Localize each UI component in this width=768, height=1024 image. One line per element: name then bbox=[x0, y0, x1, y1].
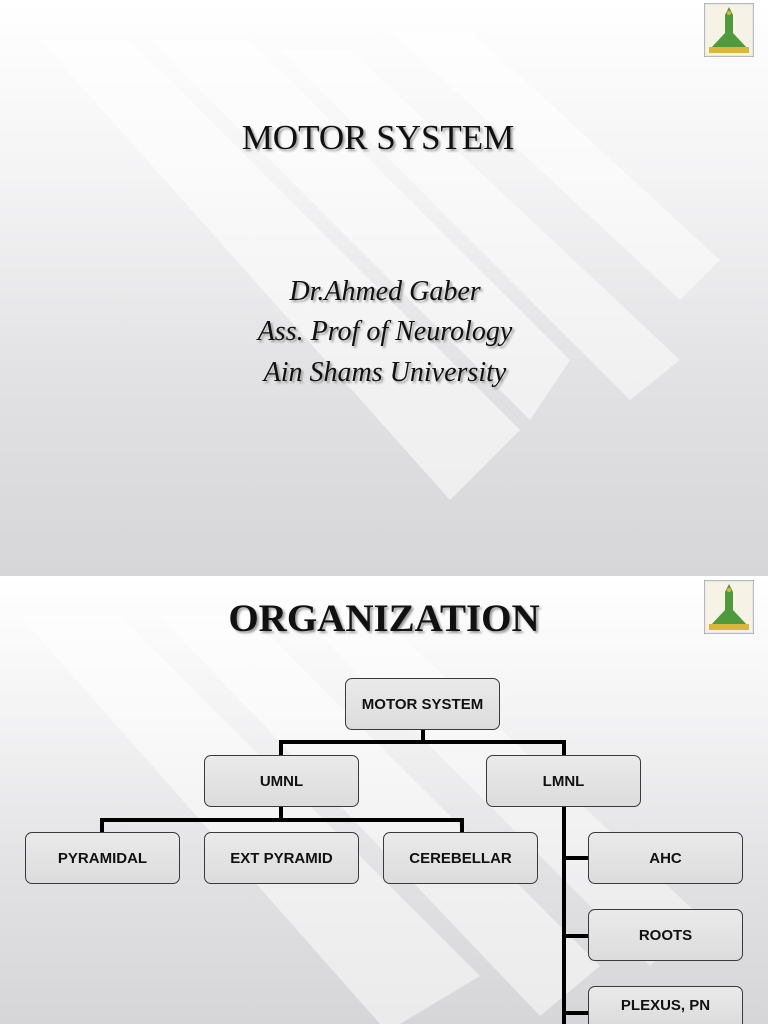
title-slide: MOTOR SYSTEM Dr.Ahmed Gaber Ass. Prof of… bbox=[0, 0, 768, 576]
node-motor-system: MOTOR SYSTEM bbox=[345, 678, 500, 730]
node-ext-pyramid: EXT PYRAMID bbox=[204, 832, 359, 884]
organization-slide: ORGANIZATION MOTOR SYSTEM UMNL LMNL PYRA… bbox=[0, 576, 768, 1024]
connector-line bbox=[562, 934, 590, 938]
node-lmnl: LMNL bbox=[486, 755, 641, 807]
node-pyramidal: PYRAMIDAL bbox=[25, 832, 180, 884]
connector-line bbox=[100, 818, 464, 822]
connector-line bbox=[562, 806, 566, 1024]
university-logo bbox=[703, 2, 755, 58]
node-cerebellar: CEREBELLAR bbox=[383, 832, 538, 884]
connector-line bbox=[421, 730, 425, 742]
author-name: Dr.Ahmed Gaber bbox=[289, 276, 481, 307]
node-plexus-pn: PLEXUS, PN bbox=[588, 986, 743, 1024]
connector-line bbox=[562, 1011, 590, 1015]
background-stripes bbox=[0, 0, 768, 576]
node-roots: ROOTS bbox=[588, 909, 743, 961]
node-umnl: UMNL bbox=[204, 755, 359, 807]
author-position: Ass. Prof of Neurology bbox=[257, 316, 513, 347]
slide-title: ORGANIZATION bbox=[228, 597, 540, 640]
connector-line bbox=[279, 806, 283, 820]
slide-title: MOTOR SYSTEM bbox=[241, 118, 515, 157]
university-logo bbox=[703, 579, 755, 635]
connector-line bbox=[279, 740, 566, 744]
connector-line bbox=[562, 856, 590, 860]
connector-line bbox=[460, 818, 464, 832]
connector-line bbox=[279, 740, 283, 756]
connector-line bbox=[100, 818, 104, 832]
node-ahc: AHC bbox=[588, 832, 743, 884]
author-university: Ain Shams University bbox=[263, 357, 507, 388]
connector-line bbox=[562, 740, 566, 756]
